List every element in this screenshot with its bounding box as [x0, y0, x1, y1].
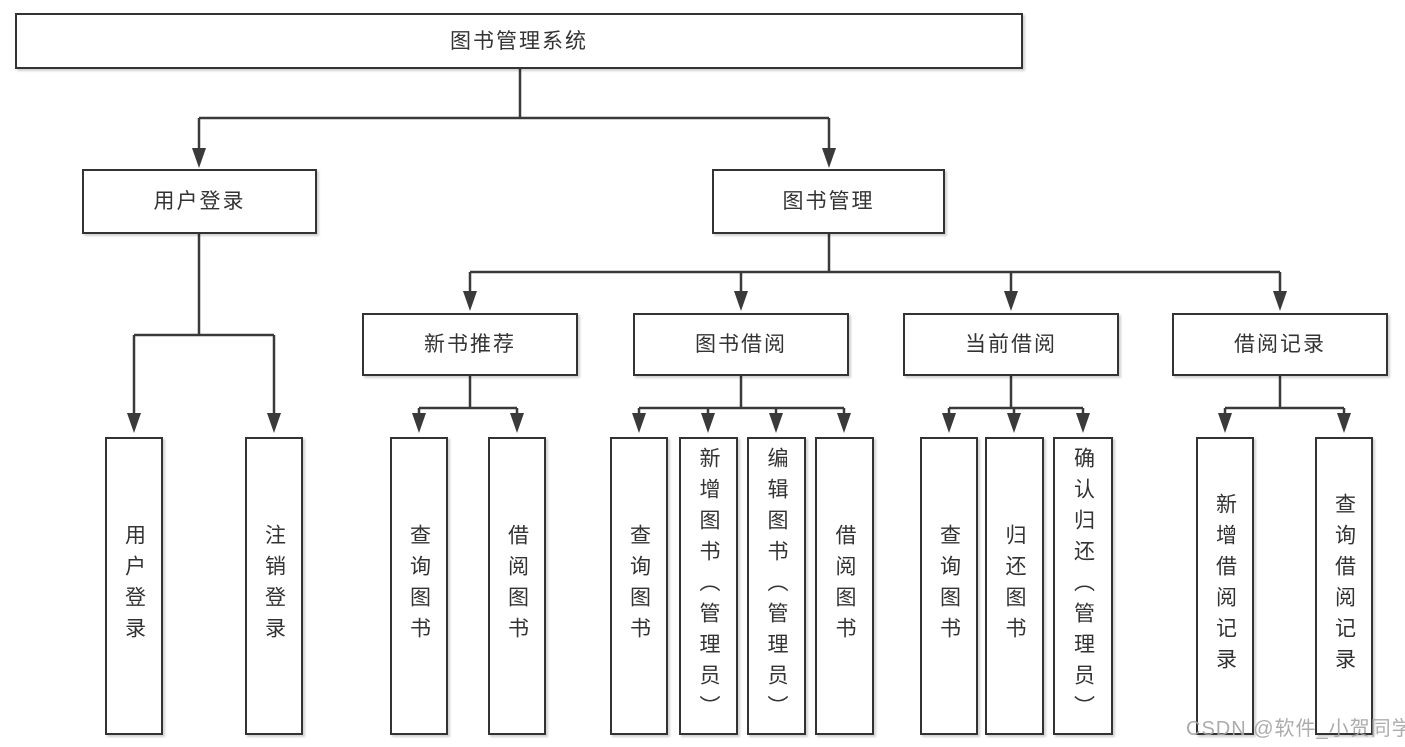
connector-book-borrowing-children [632, 376, 851, 433]
node-borrowing-records: 借阅记录 [1172, 313, 1388, 376]
leaf-user-login: 用户登录 [105, 437, 163, 735]
leaf-query-borrow-record: 查询借阅记录 [1315, 437, 1373, 735]
connector-borrowing-records-children [1218, 376, 1351, 433]
leaf-edit-book-admin: 编辑图书（管理员） [747, 437, 806, 735]
connector-new-book-recommendation-children [412, 376, 524, 433]
connector-current-borrowing-children [942, 376, 1090, 433]
connector-user-login-children [127, 234, 281, 433]
leaf-borrow-books-recommend: 借阅图书 [488, 437, 546, 735]
node-book-borrowing: 图书借阅 [633, 313, 849, 376]
node-user-login: 用户登录 [82, 169, 317, 234]
leaf-add-book-admin: 新增图书（管理员） [679, 437, 738, 735]
node-book-management: 图书管理 [712, 169, 945, 234]
leaf-borrow-books-borrowing: 借阅图书 [815, 437, 874, 735]
leaf-add-borrow-record: 新增借阅记录 [1196, 437, 1254, 735]
connector-book-management-children [463, 234, 1287, 311]
leaf-logout: 注销登录 [245, 437, 303, 735]
node-current-borrowing: 当前借阅 [903, 313, 1119, 376]
leaf-query-books-borrowing: 查询图书 [610, 437, 668, 735]
leaf-query-books-recommend: 查询图书 [390, 437, 448, 735]
leaf-return-book: 归还图书 [985, 437, 1044, 735]
leaf-query-books-current: 查询图书 [920, 437, 978, 735]
node-new-book-recommendation: 新书推荐 [362, 313, 578, 376]
node-library-system: 图书管理系统 [15, 13, 1023, 69]
leaf-confirm-return-admin: 确认归还（管理员） [1053, 437, 1113, 735]
connector-root-to-level2 [192, 66, 836, 168]
csdn-watermark: CSDN @软件_小贺同学 [1186, 718, 1405, 740]
